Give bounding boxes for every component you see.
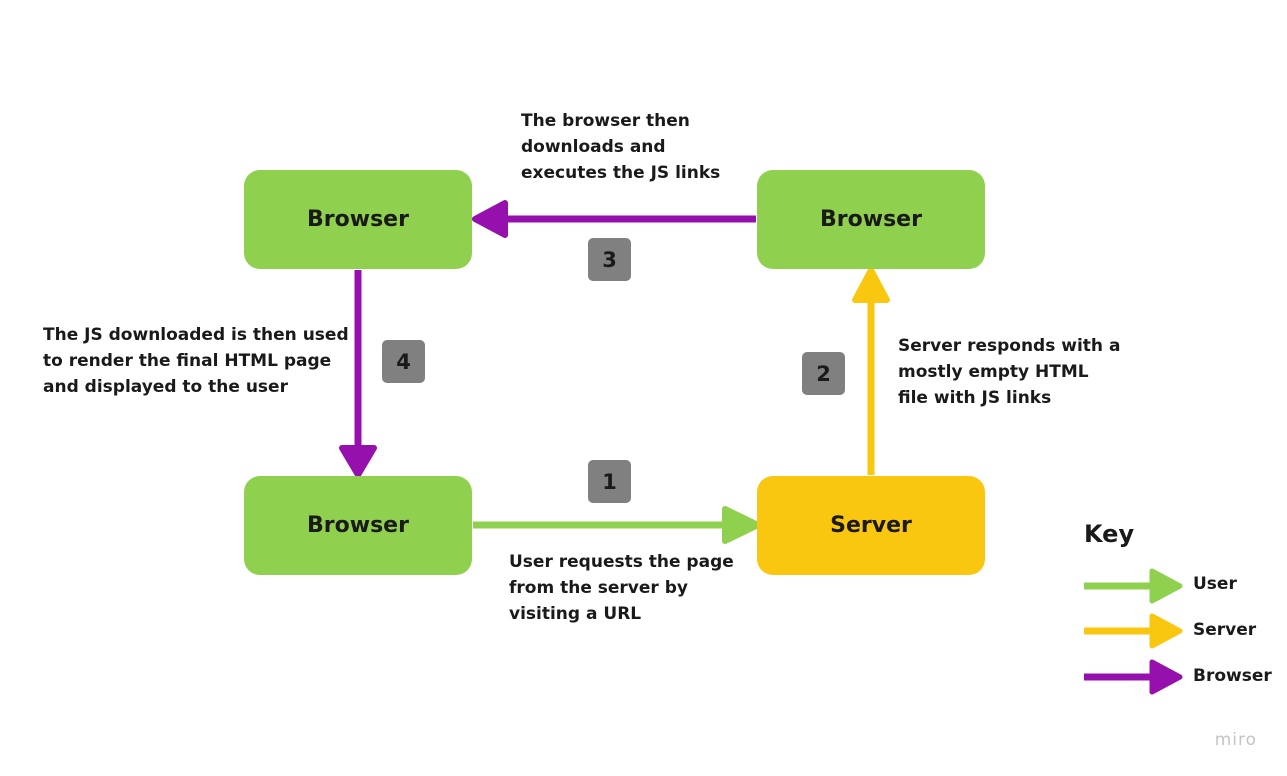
browser-node-top-right: Browser	[757, 170, 985, 269]
node-label: Browser	[307, 513, 409, 538]
miro-watermark: miro	[1214, 730, 1257, 750]
server-arrow-step2	[852, 267, 890, 475]
step4-description: The JS downloaded is then used to render…	[43, 325, 349, 397]
step-badge-3: 3	[588, 238, 631, 281]
step-badge-4: 4	[382, 340, 425, 383]
key-label-browser: Browser	[1193, 666, 1272, 686]
step1-description: User requests the page from the server b…	[509, 552, 734, 624]
browser-arrow-step3	[472, 200, 756, 238]
step2-description: Server responds with a mostly empty HTML…	[898, 336, 1121, 408]
server-node: Server	[757, 476, 985, 575]
node-label: Browser	[820, 207, 922, 232]
node-label: Server	[830, 513, 912, 538]
step-badge-2: 2	[802, 352, 845, 395]
browser-arrow-step4	[339, 270, 377, 478]
key-browser-arrow	[1084, 659, 1183, 695]
key-label-server: Server	[1193, 620, 1257, 640]
key-label-user: User	[1193, 574, 1237, 594]
key-server-arrow	[1084, 613, 1183, 649]
browser-node-top-left: Browser	[244, 170, 472, 269]
node-label: Browser	[307, 207, 409, 232]
browser-node-bottom-left: Browser	[244, 476, 472, 575]
user-arrow-step1	[473, 506, 761, 544]
step3-description: The browser then downloads and executes …	[521, 111, 721, 183]
step-badge-1: 1	[588, 460, 631, 503]
key-user-arrow	[1084, 568, 1183, 604]
key-title: Key	[1084, 520, 1135, 548]
